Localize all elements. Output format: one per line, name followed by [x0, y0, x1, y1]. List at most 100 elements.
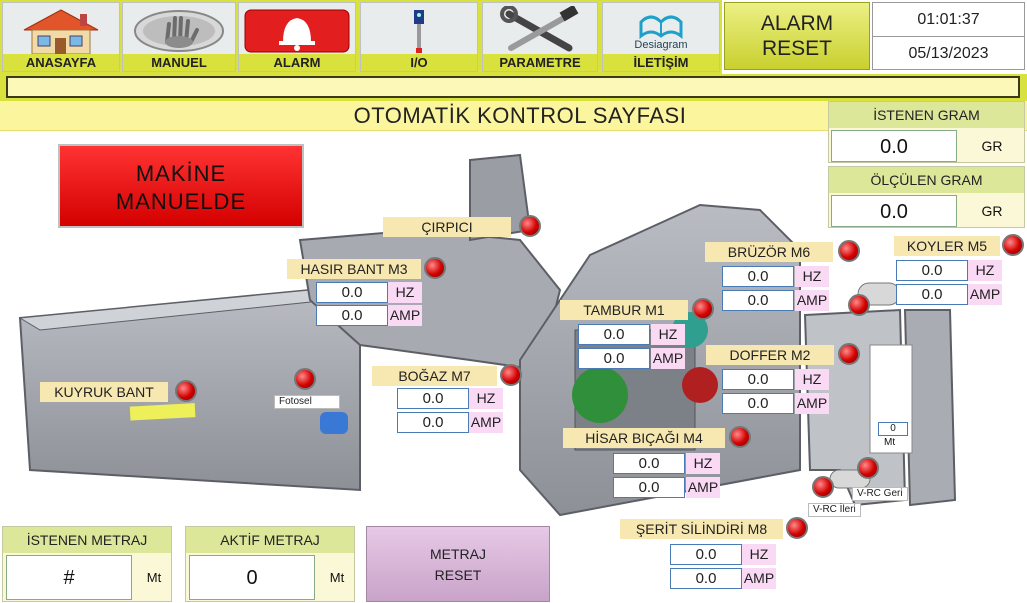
serit-silindiri-hz-unit: HZ — [742, 544, 776, 565]
tambur-amp-value: 0.0 — [578, 348, 650, 369]
hasir-bant-status-led[interactable] — [424, 257, 446, 279]
clock-panel: 01:01:37 05/13/2023 — [872, 2, 1025, 70]
kuyruk-bant-label: KUYRUK BANT — [40, 382, 168, 402]
nav-io-label: I/O — [361, 54, 477, 71]
serit-silindiri-hz-value: 0.0 — [670, 544, 742, 565]
nav-manuel-button[interactable]: MANUEL — [122, 2, 236, 72]
serit-silindiri-amp-value: 0.0 — [670, 568, 742, 589]
nav-iletisim-button[interactable]: Desiagram İLETİŞİM — [602, 2, 720, 72]
metraj-reset-button[interactable]: METRAJ RESET — [366, 526, 550, 602]
hisar-bicagi-amp-value: 0.0 — [613, 477, 685, 498]
tools-icon — [483, 5, 597, 57]
aktif-metraj-panel: AKTİF METRAJ 0 Mt — [185, 526, 355, 602]
logo-icon: Desiagram — [603, 5, 719, 57]
doffer-status-led[interactable] — [838, 343, 860, 365]
olculen-gram-unit: GR — [981, 203, 1003, 219]
page-title: OTOMATİK KONTROL SAYFASI — [353, 103, 687, 128]
bruzor-hz-value: 0.0 — [722, 266, 794, 287]
hand-icon — [123, 5, 235, 57]
hisar-bicagi-amp-unit: AMP — [686, 477, 720, 498]
koyler-status-led[interactable] — [1002, 234, 1024, 256]
aktif-metraj-value: 0 — [189, 555, 315, 600]
logo-text: Desiagram — [634, 39, 688, 51]
hasir-bant-label: HASIR BANT M3 — [287, 259, 421, 279]
serit-silindiri-amp-unit: AMP — [742, 568, 776, 589]
hisar-bicagi-status-led[interactable] — [729, 426, 751, 448]
message-field — [6, 76, 1020, 98]
serit-silindiri-status-led[interactable] — [786, 517, 808, 539]
tambur-hz-value: 0.0 — [578, 324, 650, 345]
olculen-gram-value: 0.0 — [831, 195, 957, 227]
olculen-gram-label: ÖLÇÜLEN GRAM — [829, 167, 1024, 193]
clock-time: 01:01:37 — [917, 11, 980, 28]
nav-bar: ANASAYFA MANUEL ALARM — [0, 0, 722, 74]
koyler-hz-value: 0.0 — [896, 260, 968, 281]
makine-status-indicator: MAKİNE MANUELDE — [58, 144, 304, 228]
nav-io-button[interactable]: I/O — [360, 2, 478, 72]
koyler-label: KOYLER M5 — [894, 236, 1000, 256]
vrc-ileri-label: V-RC İleri — [808, 503, 861, 517]
nav-manuel-label: MANUEL — [123, 54, 235, 71]
bogaz-amp-value: 0.0 — [397, 412, 469, 433]
serit-silindiri-label: ŞERİT SİLİNDİRİ M8 — [620, 519, 783, 539]
aktif-metraj-unit: Mt — [329, 570, 345, 585]
hasir-bant-hz-value: 0.0 — [316, 282, 388, 303]
vrc-ileri-led[interactable] — [812, 476, 834, 498]
tambur-status-led[interactable] — [692, 298, 714, 320]
hasir-bant-amp-unit: AMP — [388, 305, 422, 326]
mt-counter-value: 0 — [878, 422, 908, 436]
nav-anasayfa-button[interactable]: ANASAYFA — [2, 2, 120, 72]
istenen-gram-unit: GR — [981, 138, 1003, 154]
bogaz-label: BOĞAZ M7 — [372, 366, 497, 386]
doffer-hz-unit: HZ — [795, 369, 829, 390]
istenen-metraj-label: İSTENEN METRAJ — [3, 527, 171, 553]
bogaz-status-led[interactable] — [500, 364, 522, 386]
nav-alarm-button[interactable]: ALARM — [238, 2, 356, 72]
clock-date: 05/13/2023 — [873, 36, 1024, 69]
nav-parametre-label: PARAMETRE — [483, 54, 597, 71]
doffer-amp-unit: AMP — [795, 393, 829, 414]
tambur-label: TAMBUR M1 — [560, 300, 688, 320]
bogaz-hz-unit: HZ — [469, 388, 503, 409]
bruzor-amp-value: 0.0 — [722, 290, 794, 311]
koyler-secondary-led[interactable] — [848, 294, 870, 316]
hisar-bicagi-hz-value: 0.0 — [613, 453, 685, 474]
bruzor-hz-unit: HZ — [795, 266, 829, 287]
hisar-bicagi-label: HİSAR BIÇAĞI M4 — [563, 428, 725, 448]
message-bar — [0, 74, 1027, 101]
alarm-reset-button[interactable]: ALARM RESET — [724, 2, 870, 70]
vrc-geri-label: V-RC Geri — [852, 487, 908, 501]
vrc-geri-led[interactable] — [857, 457, 879, 479]
bruzor-amp-unit: AMP — [795, 290, 829, 311]
nav-parametre-button[interactable]: PARAMETRE — [482, 2, 598, 72]
aktif-metraj-label: AKTİF METRAJ — [186, 527, 354, 553]
istenen-metraj-input[interactable]: # — [6, 555, 132, 600]
koyler-amp-unit: AMP — [968, 284, 1002, 305]
nav-alarm-label: ALARM — [239, 54, 355, 71]
olculen-gram-panel: ÖLÇÜLEN GRAM 0.0 GR — [828, 166, 1025, 228]
koyler-amp-value: 0.0 — [896, 284, 968, 305]
istenen-gram-input[interactable]: 0.0 — [831, 130, 957, 162]
istenen-metraj-unit: Mt — [146, 570, 162, 585]
hasir-bant-hz-unit: HZ — [388, 282, 422, 303]
koyler-hz-unit: HZ — [968, 260, 1002, 281]
bruzor-label: BRÜZÖR M6 — [705, 242, 833, 262]
tambur-amp-unit: AMP — [651, 348, 685, 369]
istenen-metraj-panel: İSTENEN METRAJ # Mt — [2, 526, 172, 602]
nav-iletisim-label: İLETİŞİM — [603, 54, 719, 71]
istenen-gram-panel: İSTENEN GRAM 0.0 GR — [828, 101, 1025, 163]
doffer-label: DOFFER M2 — [706, 345, 834, 365]
bruzor-status-led[interactable] — [838, 240, 860, 262]
mt-counter-unit: Mt — [884, 437, 896, 448]
alarm-bell-icon — [239, 5, 355, 57]
nav-anasayfa-label: ANASAYFA — [3, 54, 119, 71]
sensor-icon — [361, 5, 477, 57]
istenen-gram-label: İSTENEN GRAM — [829, 102, 1024, 128]
fotosel-status-led[interactable] — [294, 368, 316, 390]
home-icon — [3, 5, 119, 57]
doffer-hz-value: 0.0 — [722, 369, 794, 390]
kuyruk-bant-status-led[interactable] — [175, 380, 197, 402]
cirpici-status-led[interactable] — [519, 215, 541, 237]
hisar-bicagi-hz-unit: HZ — [686, 453, 720, 474]
tambur-hz-unit: HZ — [651, 324, 685, 345]
